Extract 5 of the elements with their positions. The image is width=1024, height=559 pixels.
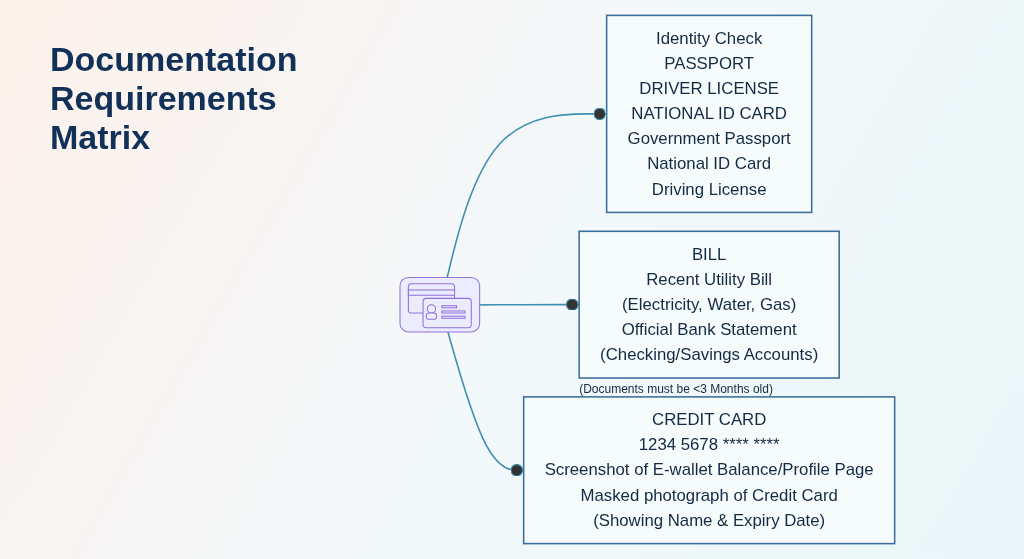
node-box: Identity Check PASSPORT DRIVER LICENSE NATIONAL ID CARD Government Passport National ID Card Driving License: [605, 14, 813, 214]
title: Documentation Requirements Matrix: [50, 40, 299, 158]
node-box: CREDIT CARD 1234 5678 **** **** Screenshot of E-wallet Balance/Profile Page Masked photograph of Credit Card (Showing Name & Expiry Date): [522, 396, 896, 545]
note: (Documents must be <3 Months old): [579, 382, 773, 396]
node-box: BILL Recent Utility Bill (Electricity, Water, Gas) Official Bank Statement (Checking/Savings Accounts): [578, 230, 840, 379]
